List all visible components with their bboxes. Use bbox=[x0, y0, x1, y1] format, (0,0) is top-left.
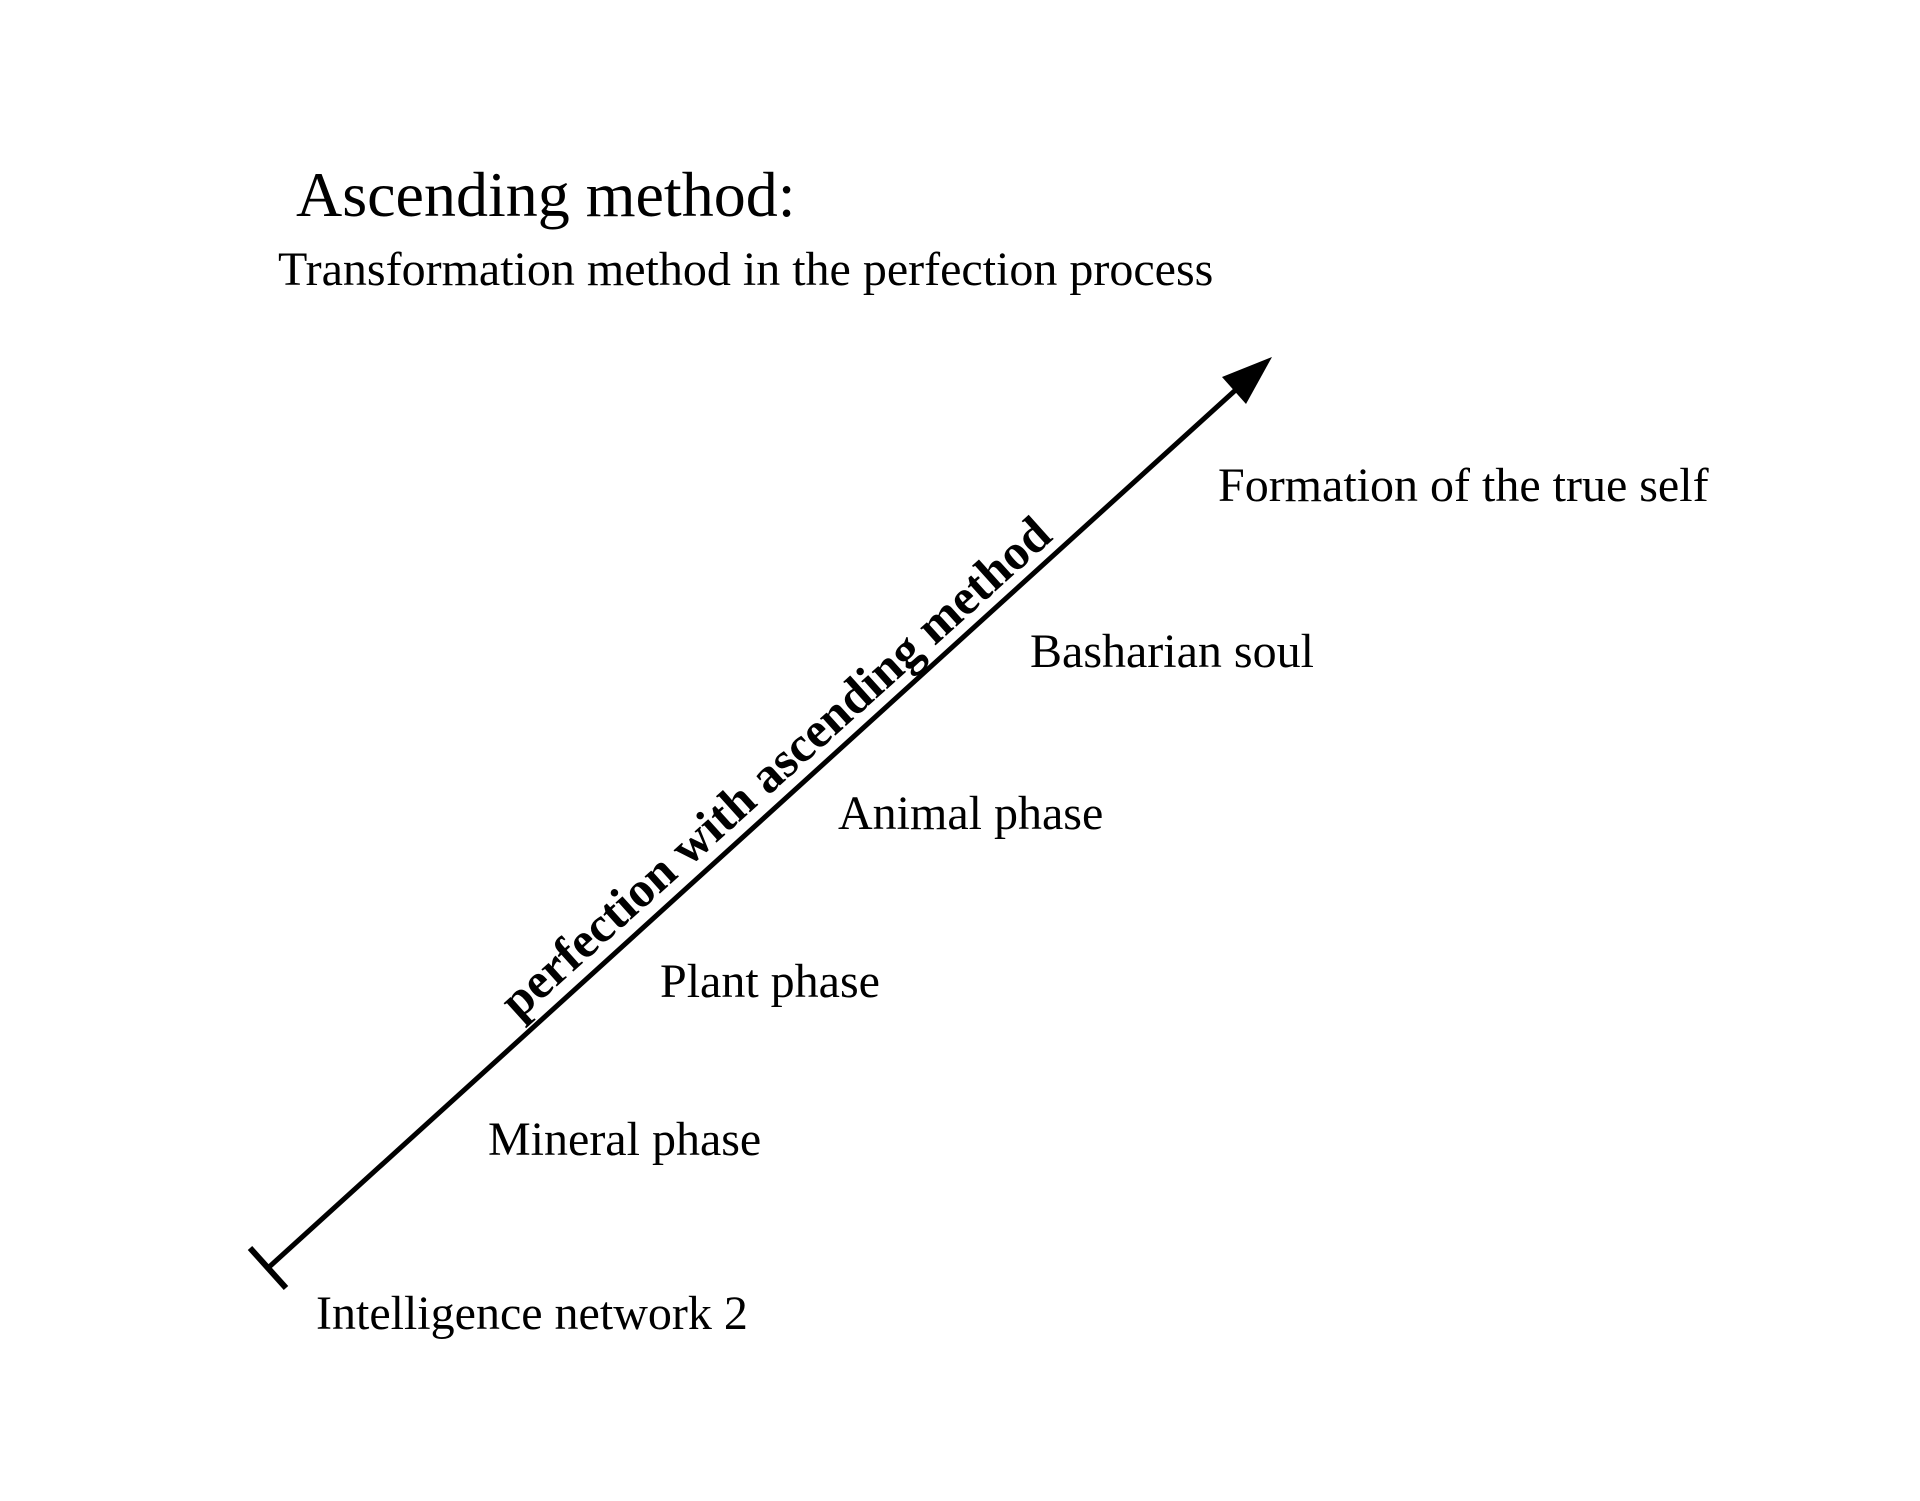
arrow-start-tick bbox=[247, 1245, 289, 1291]
page-title: Ascending method: bbox=[296, 159, 796, 230]
stage-intelligence-network: Intelligence network 2 bbox=[316, 1287, 748, 1340]
stage-mineral-phase: Mineral phase bbox=[488, 1113, 762, 1166]
stage-plant-phase: Plant phase bbox=[660, 955, 880, 1008]
stage-basharian-soul: Basharian soul bbox=[1030, 625, 1314, 678]
arrow-shaft bbox=[266, 384, 1242, 1270]
stage-formation-of-true-self: Formation of the true self bbox=[1218, 459, 1709, 512]
arrow-head-icon bbox=[1222, 357, 1272, 404]
stage-animal-phase: Animal phase bbox=[838, 787, 1104, 840]
page-subtitle: Transformation method in the perfection … bbox=[278, 243, 1214, 296]
